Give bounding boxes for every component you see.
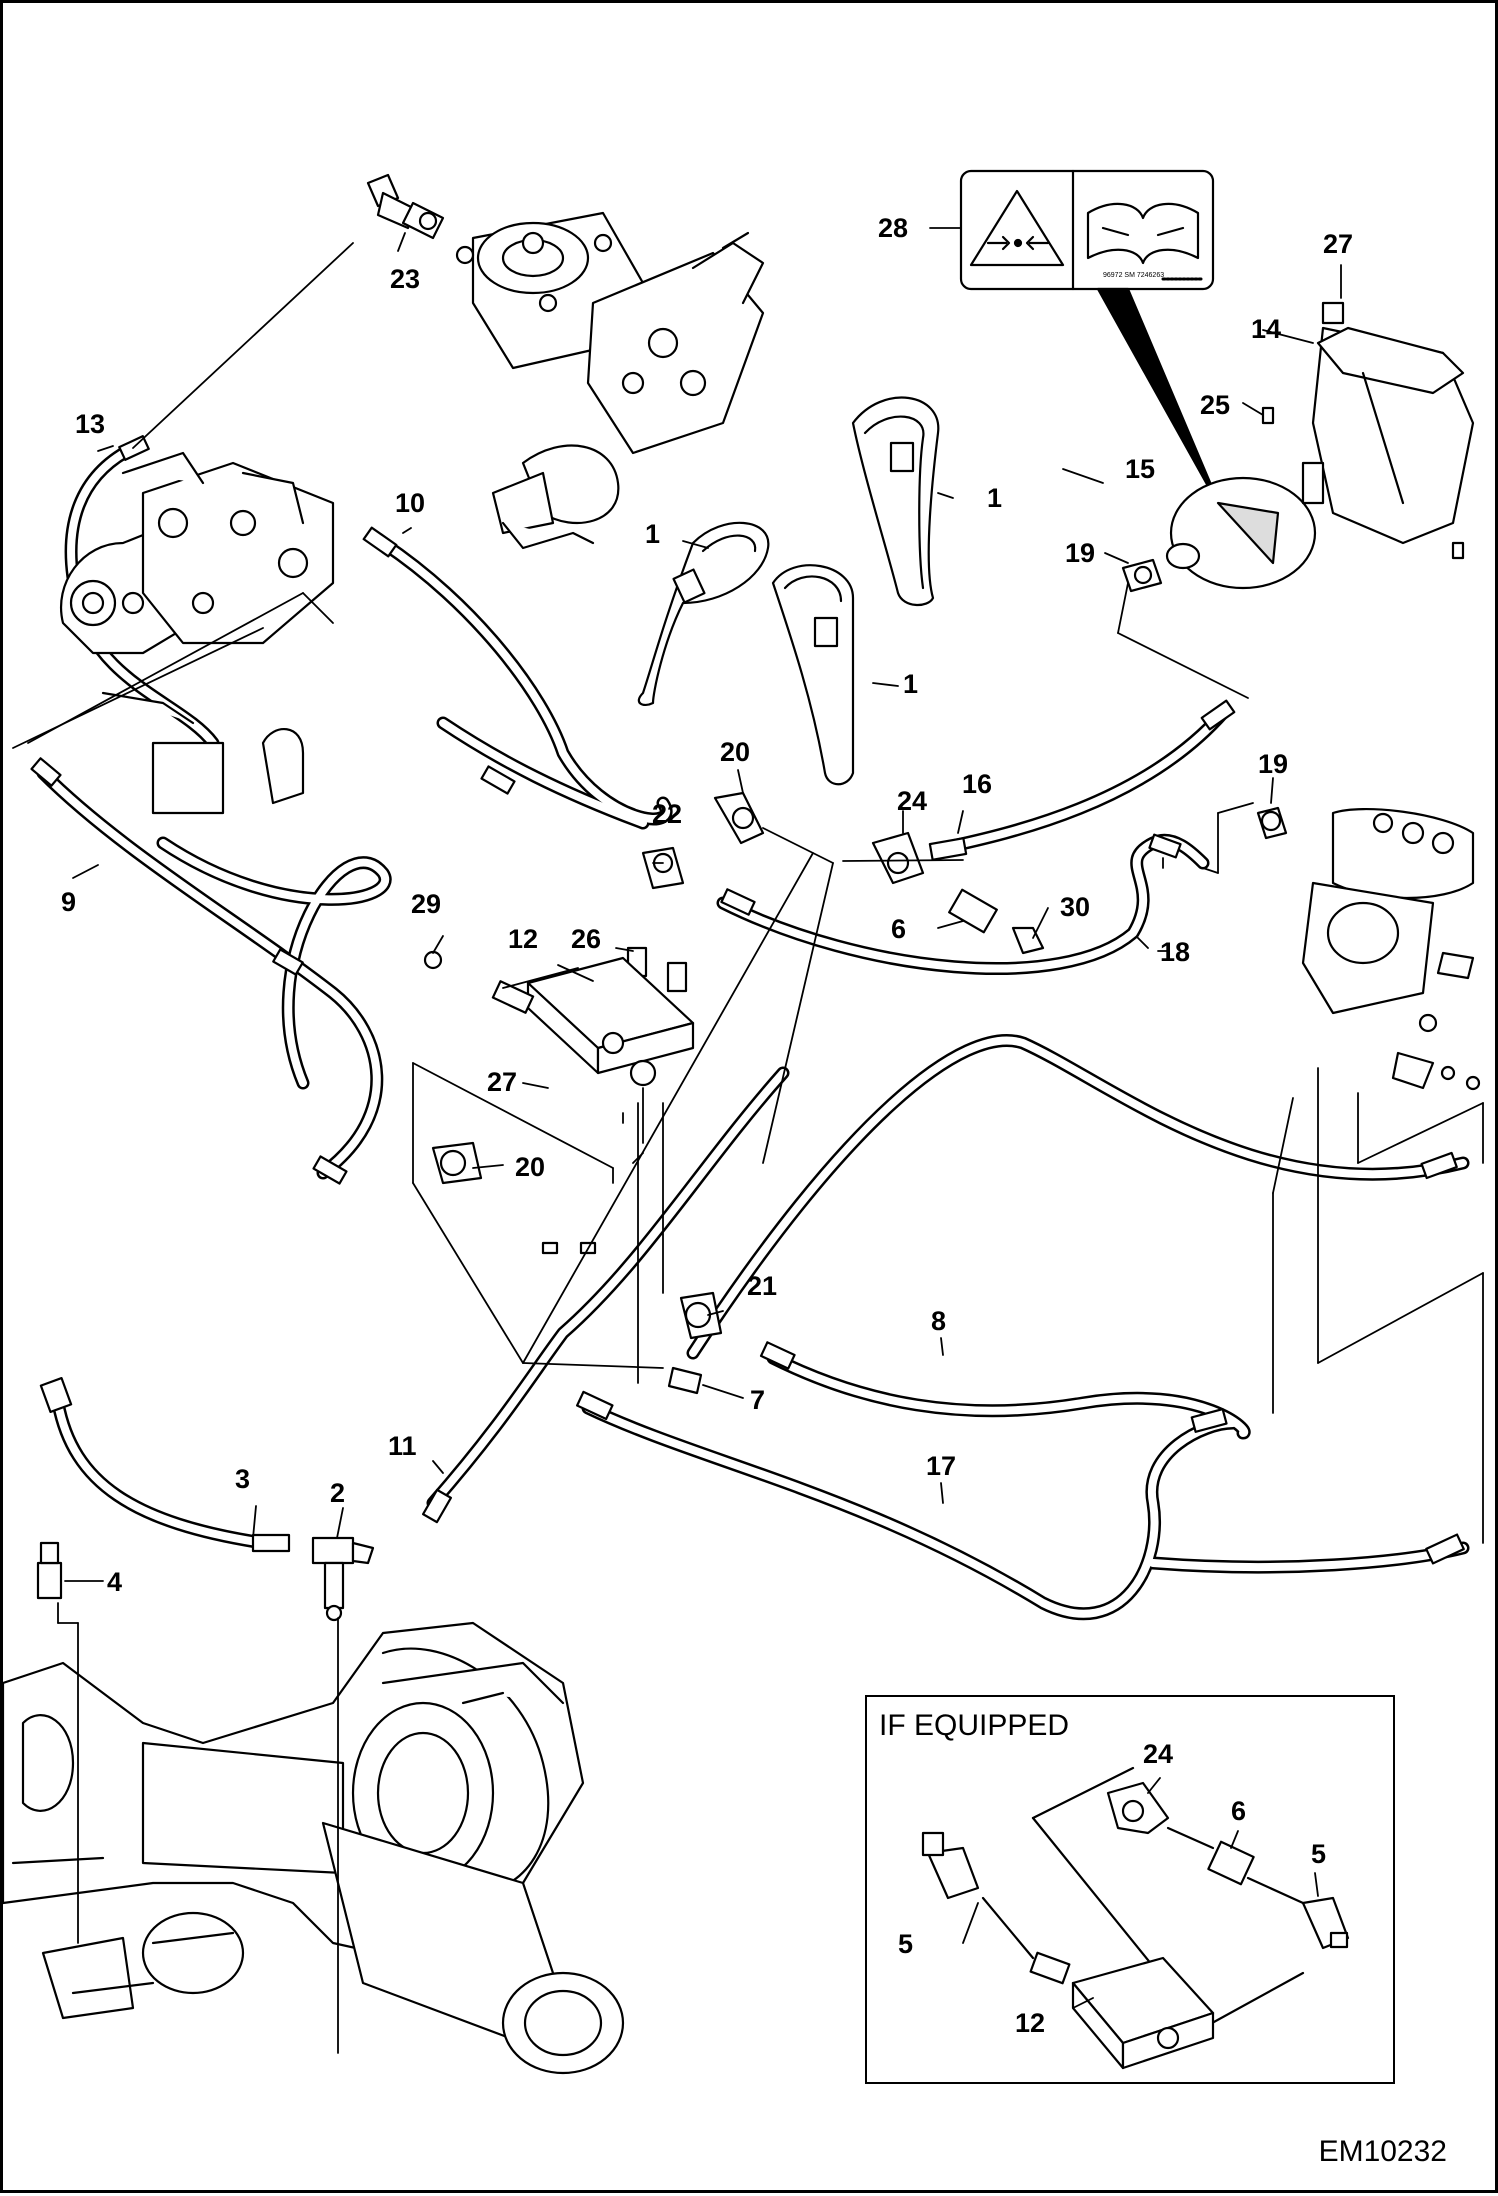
steering-unit bbox=[1301, 808, 1481, 1091]
leader-lines bbox=[64, 227, 1342, 1582]
inset-callout-5a: 5 bbox=[898, 1929, 914, 1959]
axle-assembly bbox=[3, 1621, 625, 2075]
callout-3: 3 bbox=[235, 1464, 251, 1494]
decal-code: 96972 SM 7246263 bbox=[1103, 272, 1165, 279]
hose-9 bbox=[36, 766, 384, 1180]
callout-28: 28 bbox=[878, 213, 909, 243]
tee-fitting-23 bbox=[366, 173, 445, 240]
accumulator-15 bbox=[1165, 301, 1475, 590]
small-fittings bbox=[423, 558, 1288, 1395]
callout-8: 8 bbox=[931, 1306, 947, 1336]
cable-ties bbox=[637, 396, 940, 786]
inset-callout-5b: 5 bbox=[1311, 1839, 1327, 1869]
inset-leaders bbox=[962, 1777, 1319, 2009]
callout-17: 17 bbox=[926, 1451, 957, 1481]
callout-22: 22 bbox=[652, 799, 683, 829]
callout-30: 30 bbox=[1060, 892, 1091, 922]
callout-29: 29 bbox=[411, 889, 442, 919]
hose-8 bbox=[766, 1351, 1251, 1440]
callout-14: 14 bbox=[1251, 314, 1282, 344]
callout-16: 16 bbox=[962, 769, 993, 799]
callout-10: 10 bbox=[395, 488, 426, 518]
callout-1b: 1 bbox=[987, 483, 1003, 513]
callout-4: 4 bbox=[107, 1567, 123, 1597]
callout-20b: 20 bbox=[515, 1152, 546, 1182]
callout-15: 15 bbox=[1125, 454, 1156, 484]
reference-code: EM10232 bbox=[1318, 2135, 1447, 2168]
callout-19b: 19 bbox=[1258, 749, 1289, 779]
tee-2-and-adapter-4 bbox=[36, 1536, 375, 1622]
callout-26: 26 bbox=[571, 924, 602, 954]
callout-24: 24 bbox=[897, 786, 928, 816]
callout-2: 2 bbox=[330, 1478, 346, 1508]
callout-12: 12 bbox=[508, 924, 539, 954]
callout-27a: 27 bbox=[487, 1067, 518, 1097]
inset-callout-12: 12 bbox=[1015, 2008, 1046, 2038]
inset-parts bbox=[921, 1766, 1350, 2070]
callout-19a: 19 bbox=[1065, 538, 1096, 568]
hydraulic-schematic-drawing bbox=[3, 169, 1484, 2075]
callout-6: 6 bbox=[891, 914, 907, 944]
valve-block-12 bbox=[491, 956, 695, 1087]
inset-callout-24: 24 bbox=[1143, 1739, 1174, 1769]
if-equipped-inset: IF EQUIPPED bbox=[865, 1695, 1395, 2084]
inset-callout-6: 6 bbox=[1231, 1796, 1247, 1826]
callout-25: 25 bbox=[1200, 390, 1231, 420]
callout-7: 7 bbox=[750, 1385, 766, 1415]
callout-9: 9 bbox=[61, 887, 77, 917]
inset-title: IF EQUIPPED bbox=[879, 1709, 1070, 1742]
callout-18: 18 bbox=[1160, 937, 1191, 967]
callout-20a: 20 bbox=[720, 737, 751, 767]
callout-1a: 1 bbox=[645, 519, 661, 549]
callout-11: 11 bbox=[388, 1431, 417, 1461]
callout-13: 13 bbox=[75, 409, 106, 439]
decal-28 bbox=[959, 169, 1225, 515]
callout-23: 23 bbox=[390, 264, 421, 294]
callout-21: 21 bbox=[747, 1271, 778, 1301]
hydraulic-pump bbox=[60, 451, 335, 815]
callout-1c: 1 bbox=[903, 669, 919, 699]
callout-27b: 27 bbox=[1323, 229, 1354, 259]
grouping-lines bbox=[12, 242, 1484, 2054]
steering-valve-assembly bbox=[455, 211, 765, 550]
